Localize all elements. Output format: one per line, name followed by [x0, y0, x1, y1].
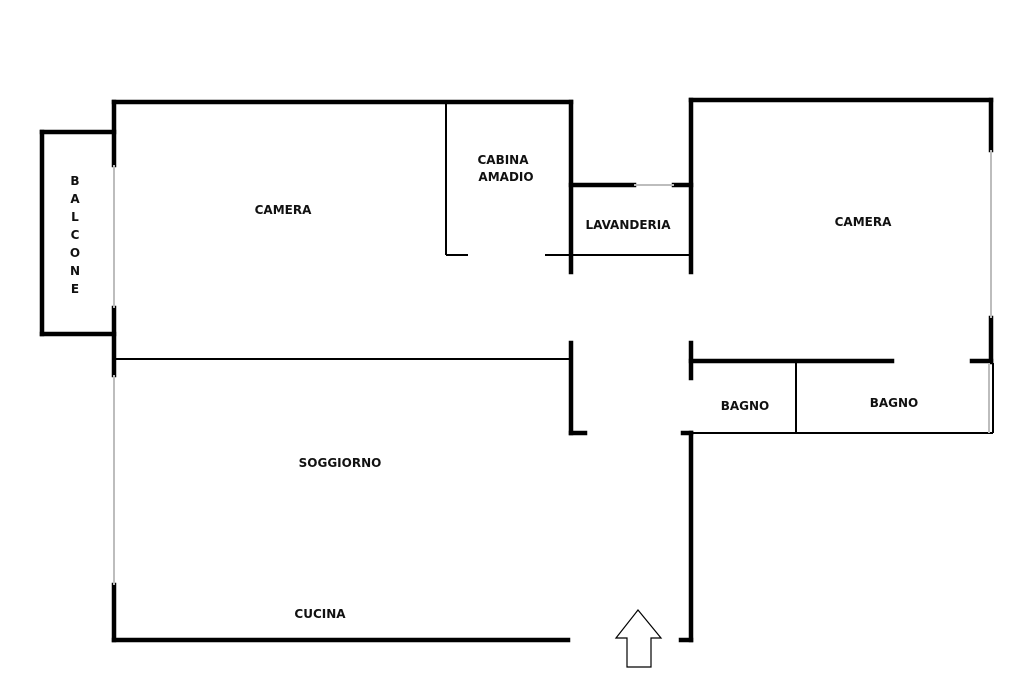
room-label-camera-right: CAMERA — [835, 215, 892, 229]
room-label-cabina-line1: CABINA — [477, 153, 529, 167]
room-label-cucina: CUCINA — [294, 607, 346, 621]
balcone-letter-1: B — [70, 174, 79, 188]
balcone-letter-2: A — [70, 192, 80, 206]
balcone-label: B A L C O N E — [70, 174, 80, 296]
up-arrow-icon — [614, 609, 663, 668]
windows — [113, 150, 992, 585]
balcone-letter-7: E — [71, 282, 79, 296]
balcone-letter-4: C — [71, 228, 80, 242]
room-label-bagno-large: BAGNO — [870, 396, 919, 410]
balcone-letter-5: O — [70, 246, 80, 260]
balcone-letter-3: L — [71, 210, 79, 224]
room-label-camera-left: CAMERA — [255, 203, 312, 217]
room-label-lavanderia: LAVANDERIA — [585, 218, 671, 232]
balcone-letter-6: N — [70, 264, 80, 278]
room-label-bagno-small: BAGNO — [721, 399, 770, 413]
room-label-cabina-line2: AMADIO — [478, 170, 533, 184]
walls — [39, 97, 994, 643]
room-label-soggiorno: SOGGIORNO — [299, 456, 382, 470]
